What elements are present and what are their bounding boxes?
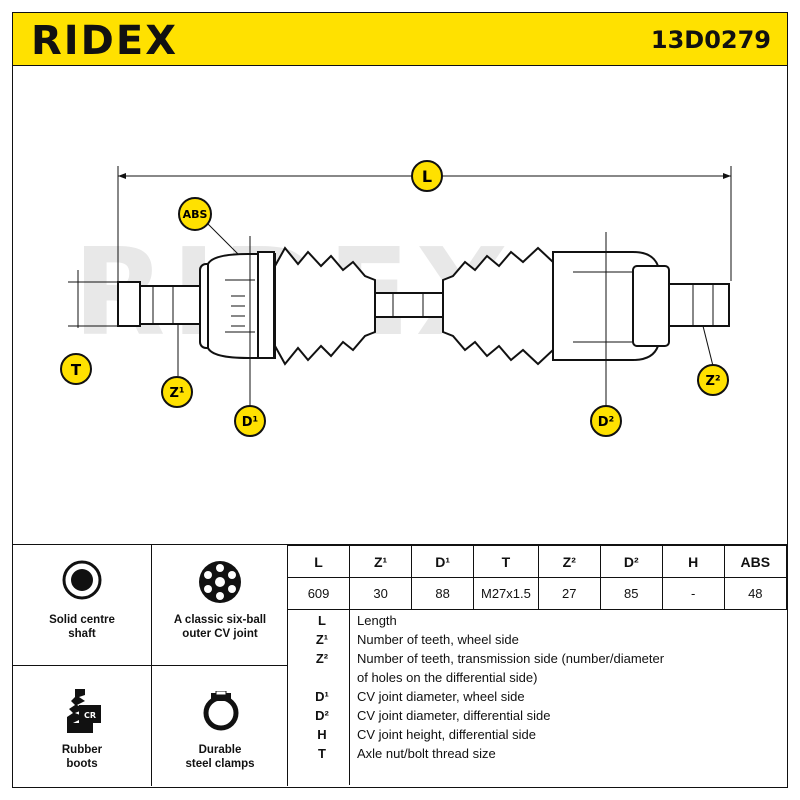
label-d2-text: D²: [598, 415, 615, 430]
legend-key: T: [318, 746, 326, 761]
specs-header-d1: D¹: [411, 545, 475, 578]
legend-text: Number of teeth, wheel side: [357, 632, 519, 647]
six-ball-joint-icon: [199, 561, 241, 603]
label-z1: Z¹: [161, 376, 193, 408]
specs-header-l: L: [286, 545, 351, 578]
feature-rubber-boots: Rubber boots: [13, 743, 151, 771]
specs-header-d2: D²: [599, 545, 663, 578]
header-bar: RIDEX 13D0279: [12, 12, 788, 66]
specs-value-z2: 27: [537, 577, 601, 610]
z2-leader-line: [702, 325, 714, 367]
label-abs: ABS: [178, 197, 212, 231]
label-d1-text: D¹: [242, 415, 259, 430]
solid-shaft-icon: [62, 560, 102, 600]
legend-text: CV joint height, differential side: [357, 727, 536, 742]
specs-value-t: M27x1.5: [473, 577, 539, 610]
legend-divider: [349, 607, 350, 785]
feature-rubber-boots-line2: boots: [66, 758, 98, 770]
specs-table: L Z¹ D¹ T Z² D² H ABS 609 30 88 M27x1.5 …: [286, 545, 788, 610]
feature-divider-h: [13, 665, 287, 666]
feature-six-ball-line1: A classic six-ball: [173, 614, 267, 626]
legend-text: Number of teeth, transmission side (numb…: [357, 651, 665, 666]
steel-clamp-icon: [203, 691, 239, 731]
specs-value-z1: 30: [349, 577, 413, 610]
specs-value-h: -: [661, 577, 725, 610]
arrow-left-icon: [118, 173, 126, 179]
specs-value-d1: 88: [411, 577, 475, 610]
feature-six-ball-line2: outer CV joint: [182, 628, 258, 640]
label-l-text: L: [422, 167, 432, 186]
legend-text: of holes on the differential side): [357, 670, 538, 685]
label-d2: D²: [590, 405, 622, 437]
feature-steel-clamps: Durable steel clamps: [151, 743, 289, 771]
label-z1-text: Z¹: [169, 386, 184, 401]
feature-solid-shaft-line1: Solid centre: [49, 614, 115, 626]
label-z2-text: Z²: [705, 374, 720, 389]
shaft-outline: [117, 246, 730, 366]
legend-key: D¹: [315, 689, 329, 704]
specs-header-h: H: [661, 545, 725, 578]
legend-text: Length: [357, 613, 397, 628]
specs-value-l: 609: [286, 577, 351, 610]
label-t: T: [60, 353, 92, 385]
feature-divider-v2: [287, 545, 288, 786]
specs-header-row: L Z¹ D¹ T Z² D² H ABS: [286, 545, 788, 578]
legend-key: Z¹: [315, 632, 329, 647]
specs-value-row: 609 30 88 M27x1.5 27 85 - 48: [286, 577, 788, 610]
label-d1: D¹: [234, 405, 266, 437]
legend-key: H: [317, 727, 327, 742]
specs-value-d2: 85: [599, 577, 663, 610]
rubber-boot-icon: CR: [67, 689, 101, 733]
specs-header-z1: Z¹: [349, 545, 413, 578]
drive-shaft-diagram: RIDEX: [60, 160, 732, 437]
feature-six-ball-joint: A classic six-ball outer CV joint: [151, 613, 289, 641]
specs-value-abs: 48: [723, 577, 788, 610]
legend-text: Axle nut/bolt thread size: [357, 746, 496, 761]
label-l: L: [411, 160, 443, 192]
specs-header-t: T: [473, 545, 539, 578]
feature-solid-shaft-line2: shaft: [68, 628, 96, 640]
feature-steel-clamps-line1: Durable: [198, 744, 242, 756]
label-z2: Z²: [697, 364, 729, 396]
cr-badge-text: CR: [84, 711, 96, 720]
specs-header-z2: Z²: [537, 545, 601, 578]
legend-text: CV joint diameter, differential side: [357, 708, 551, 723]
part-number: 13D0279: [650, 26, 771, 54]
brand-logo: RIDEX: [31, 18, 179, 64]
label-abs-text: ABS: [183, 208, 208, 221]
specs-header-abs: ABS: [723, 545, 788, 578]
legend-key: D²: [315, 708, 329, 723]
legend-text: CV joint diameter, wheel side: [357, 689, 525, 704]
legend-key: L: [318, 613, 326, 628]
feature-solid-shaft: Solid centre shaft: [13, 613, 151, 641]
drive-shaft-drawing: RIDEX: [12, 66, 788, 544]
label-t-text: T: [71, 361, 82, 379]
feature-rubber-boots-line1: Rubber: [61, 744, 103, 756]
arrow-right-icon: [723, 173, 731, 179]
info-panel: Solid centre shaft A classic six-ball ou…: [12, 544, 788, 788]
legend-key: Z²: [315, 651, 329, 666]
feature-steel-clamps-line2: steel clamps: [185, 758, 255, 770]
